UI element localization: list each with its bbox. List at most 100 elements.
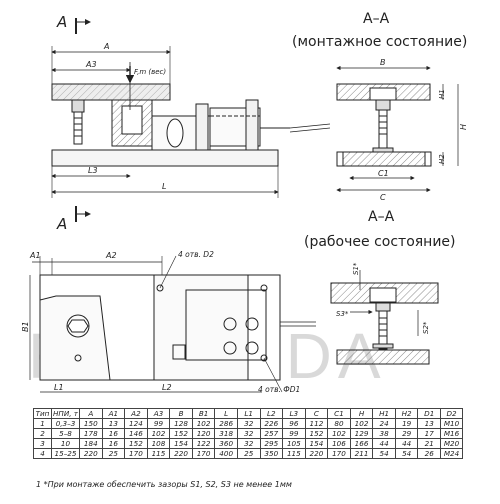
table-cell: 211 bbox=[349, 448, 374, 459]
table-cell: 17 bbox=[417, 428, 441, 439]
table-cell: 170 bbox=[124, 448, 148, 459]
header-cell: C bbox=[304, 408, 329, 419]
mounting-note: 1 *При монтаже обеспечить зазоры S1, S2,… bbox=[36, 480, 292, 489]
table-cell: 166 bbox=[349, 438, 374, 449]
table-cell: 350 bbox=[259, 448, 284, 459]
dim-A1-label: A1 bbox=[29, 251, 41, 260]
table-row: 4 15–25 220 25 170 115 220 170 400 25 35… bbox=[33, 448, 463, 459]
table-cell: 115 bbox=[146, 448, 171, 459]
table-cell: 220 bbox=[79, 448, 103, 459]
table-cell: 13 bbox=[101, 418, 126, 429]
section-view-mounting bbox=[336, 65, 459, 193]
table-cell: 29 bbox=[394, 428, 419, 439]
section-title-mounting: А–А bbox=[363, 11, 390, 27]
header-cell: A3 bbox=[146, 408, 171, 419]
table-cell: 146 bbox=[124, 428, 148, 439]
table-cell: 102 bbox=[349, 418, 374, 429]
table-cell: 102 bbox=[191, 418, 216, 429]
table-cell: 286 bbox=[214, 418, 238, 429]
table-cell: 44 bbox=[394, 438, 419, 449]
header-cell: L1 bbox=[236, 408, 261, 419]
table-cell: 106 bbox=[327, 438, 351, 449]
table-cell: 32 bbox=[236, 418, 261, 429]
header-cell: НПИ, т bbox=[51, 408, 80, 419]
table-cell: 2 bbox=[33, 428, 52, 439]
table-cell: 257 bbox=[259, 428, 284, 439]
table-cell: M20 bbox=[440, 438, 463, 449]
table-cell: 128 bbox=[169, 418, 193, 429]
table-cell: 5–8 bbox=[51, 428, 80, 439]
force-label: F,m (вес) bbox=[134, 68, 166, 76]
table-cell: 105 bbox=[282, 438, 306, 449]
table-cell: 54 bbox=[394, 448, 419, 459]
dim-A2-label: A2 bbox=[105, 251, 117, 260]
header-cell: D1 bbox=[417, 408, 441, 419]
table-row: 3 10 184 16 152 108 154 122 360 32 295 1… bbox=[33, 438, 463, 449]
table-cell: 21 bbox=[417, 438, 441, 449]
table-cell: 80 bbox=[327, 418, 351, 429]
table-cell: 108 bbox=[146, 438, 171, 449]
table-cell: 170 bbox=[191, 448, 216, 459]
dim-C-label: C bbox=[380, 193, 386, 202]
header-cell: Тип bbox=[33, 408, 52, 419]
dim-H-label: H bbox=[459, 124, 468, 130]
table-cell: 54 bbox=[372, 448, 396, 459]
table-cell: 15–25 bbox=[51, 448, 80, 459]
dim-C1-label: C1 bbox=[378, 169, 389, 178]
dim-S1-label: S1* bbox=[352, 262, 360, 275]
dim-S3-label: S3* bbox=[336, 310, 349, 318]
state-mounting-label: (монтажное состояние) bbox=[292, 34, 467, 50]
holes-D1-label: 4 отв. ФD1 bbox=[258, 385, 300, 394]
table-cell: 25 bbox=[101, 448, 126, 459]
table-cell: M10 bbox=[440, 418, 463, 429]
section-view-working bbox=[330, 270, 439, 365]
table-cell: 152 bbox=[304, 428, 329, 439]
table-row: 1 0,3–3 150 13 124 99 128 102 286 32 226… bbox=[33, 418, 463, 429]
dim-A-label: A bbox=[103, 42, 109, 51]
dim-S2-label: S2* bbox=[422, 321, 430, 334]
table-cell: 1 bbox=[33, 418, 52, 429]
header-cell: L bbox=[214, 408, 238, 419]
dim-L1-label: L1 bbox=[54, 383, 64, 392]
dim-B1-label: B1 bbox=[21, 321, 30, 332]
dim-B-label: B bbox=[380, 58, 386, 67]
header-cell: A2 bbox=[124, 408, 148, 419]
dim-L-label: L bbox=[162, 182, 166, 191]
table-cell: 25 bbox=[236, 448, 261, 459]
header-cell: B bbox=[169, 408, 193, 419]
dim-H1-label: H1 bbox=[438, 89, 446, 99]
table-cell: 360 bbox=[214, 438, 238, 449]
header-cell: D2 bbox=[440, 408, 463, 419]
dim-L3-label: L3 bbox=[88, 166, 98, 175]
table-cell: 32 bbox=[236, 438, 261, 449]
table-cell: 178 bbox=[79, 428, 103, 439]
section-title-working: А–А bbox=[368, 209, 395, 225]
table-cell: 99 bbox=[282, 428, 306, 439]
table-cell: 152 bbox=[169, 428, 193, 439]
table-cell: 38 bbox=[372, 428, 396, 439]
table-cell: 220 bbox=[304, 448, 329, 459]
dimensions-table: Тип НПИ, т A A1 A2 A3 B B1 L L1 L2 L3 C … bbox=[33, 408, 463, 459]
header-cell: A1 bbox=[101, 408, 126, 419]
table-header-row: Тип НПИ, т A A1 A2 A3 B B1 L L1 L2 L3 C … bbox=[33, 408, 463, 419]
table-cell: M16 bbox=[440, 428, 463, 439]
table-cell: 120 bbox=[191, 428, 216, 439]
table-cell: 99 bbox=[146, 418, 171, 429]
table-cell: 19 bbox=[394, 418, 419, 429]
table-cell: 3 bbox=[33, 438, 52, 449]
table-cell: 226 bbox=[259, 418, 284, 429]
plan-view bbox=[29, 255, 316, 393]
table-cell: 152 bbox=[124, 438, 148, 449]
table-cell: 102 bbox=[146, 428, 171, 439]
table-cell: 96 bbox=[282, 418, 306, 429]
section-marker-top: А bbox=[56, 13, 67, 31]
dim-H2-label: H2 bbox=[438, 154, 446, 164]
table-cell: 154 bbox=[304, 438, 329, 449]
header-cell: A bbox=[79, 408, 103, 419]
table-cell: 0,3–3 bbox=[51, 418, 80, 429]
table-cell: 124 bbox=[124, 418, 148, 429]
header-cell: L3 bbox=[282, 408, 306, 419]
table-cell: 295 bbox=[259, 438, 284, 449]
